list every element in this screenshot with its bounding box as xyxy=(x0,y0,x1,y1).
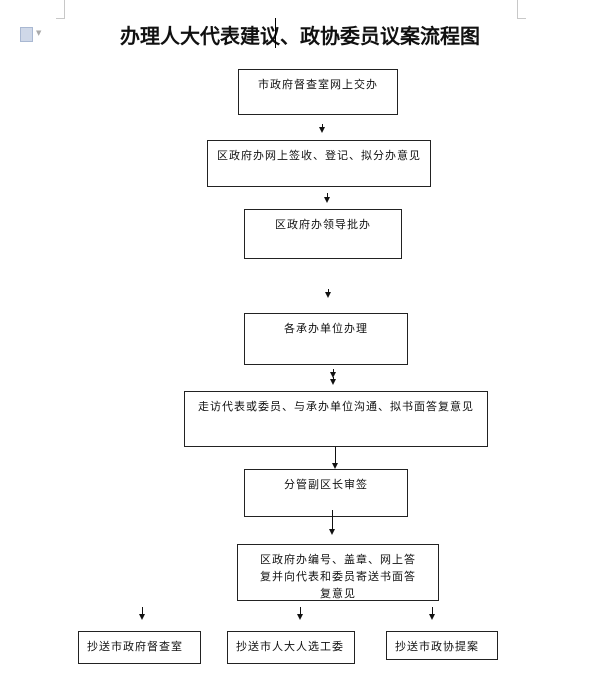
step-district-receive: 区政府办网上签收、登记、拟分办意见 xyxy=(207,140,431,187)
copy-city-npc: 抄送市人大人选工委 xyxy=(227,631,355,664)
copy-city-cppcc: 抄送市政协提案 xyxy=(386,631,498,660)
step-visit-reply: 走访代表或委员、与承办单位沟通、拟书面答复意见 xyxy=(184,391,488,447)
step-city-assign: 市政府督查室网上交办 xyxy=(238,69,398,115)
step-leader-approve: 区政府办领导批办 xyxy=(244,209,402,259)
copy-city-supervision: 抄送市政府督查室 xyxy=(78,631,201,664)
arrow xyxy=(429,607,435,620)
arrow xyxy=(330,377,336,385)
arrow xyxy=(319,124,325,133)
page-corner-mark-left xyxy=(56,0,65,19)
text-cursor xyxy=(275,18,276,48)
arrow xyxy=(332,447,338,469)
page-corner-mark-right xyxy=(517,0,526,19)
document-icon[interactable] xyxy=(20,27,33,42)
arrow xyxy=(324,193,330,203)
chevron-down-icon[interactable]: ▼ xyxy=(36,29,42,37)
step-units-handle: 各承办单位办理 xyxy=(244,313,408,365)
arrow xyxy=(325,289,331,298)
arrow xyxy=(329,510,335,535)
arrow xyxy=(139,607,145,620)
arrow xyxy=(330,369,336,378)
step-number-send: 区政府办编号、盖章、网上答复并向代表和委员寄送书面答复意见 xyxy=(237,544,439,601)
page-title: 办理人大代表建议、政协委员议案流程图 xyxy=(120,24,480,48)
step-deputy-review: 分管副区长审签 xyxy=(244,469,408,517)
arrow xyxy=(297,607,303,620)
